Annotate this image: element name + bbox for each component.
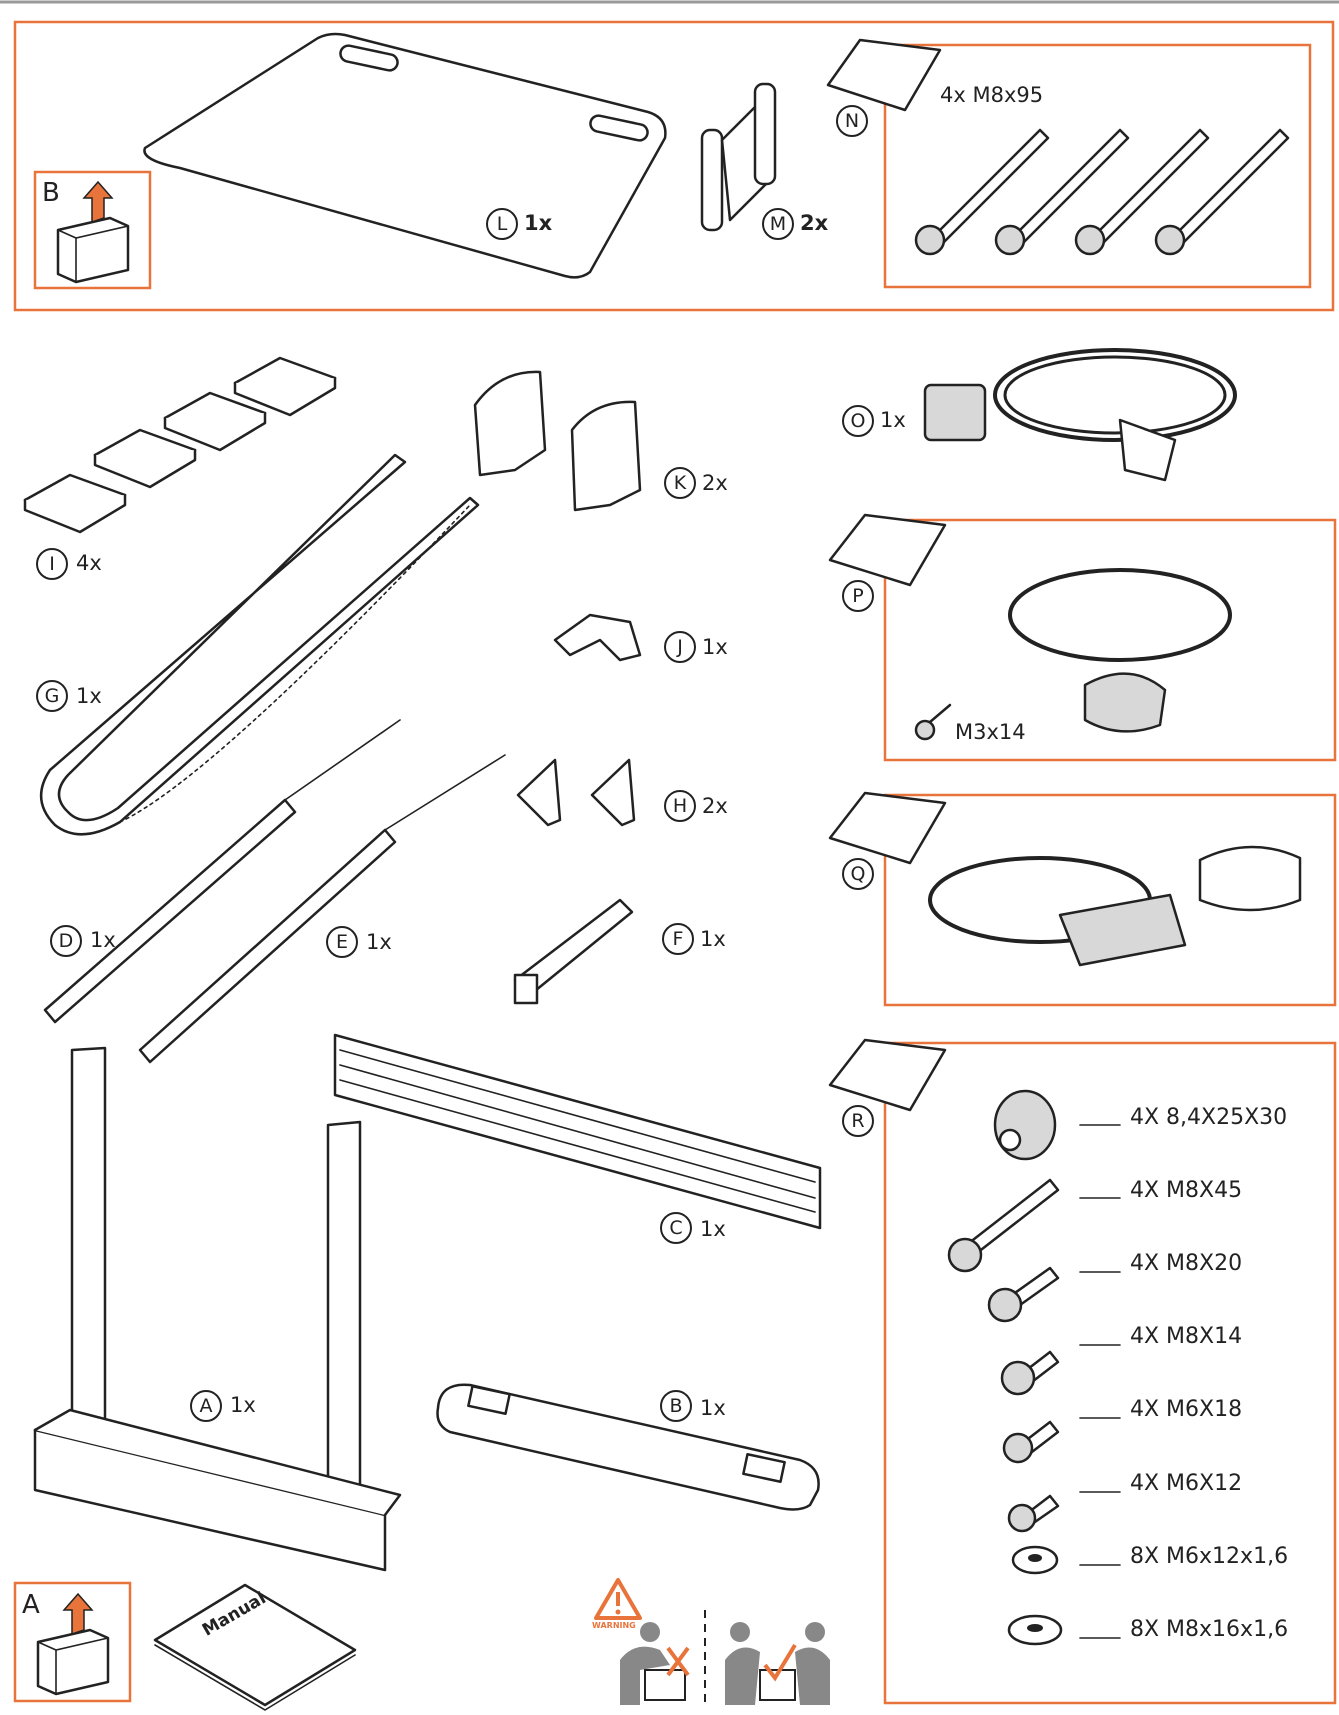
part-f-letter: F <box>662 923 694 955</box>
bolt-m8x45-icon <box>947 1178 1060 1273</box>
hardware-r-item-0: 4X 8,4X25X30 <box>1130 1105 1288 1130</box>
part-h-brackets <box>516 758 636 827</box>
part-a-frame <box>33 1046 402 1572</box>
part-g-qty: 1x <box>76 684 102 708</box>
part-l-qty: 1x <box>524 211 553 235</box>
spacer-icon <box>993 1089 1057 1161</box>
manual-booklet <box>153 1583 357 1711</box>
hardware-r-item-6: 8X M6x12x1,6 <box>1130 1544 1289 1569</box>
part-q-handset <box>928 845 1302 967</box>
warning-label: WARNING <box>592 1621 636 1630</box>
part-p-letter: P <box>842 580 874 612</box>
hardware-r-item-2: 4X M8X20 <box>1130 1251 1243 1276</box>
bag-n-label: 4x M8x95 <box>940 83 1044 107</box>
part-k-letter: K <box>664 467 696 499</box>
part-d-qty: 1x <box>90 928 116 952</box>
part-l-plate <box>143 32 667 279</box>
part-e-letter: E <box>326 926 358 958</box>
part-f-bar <box>513 898 634 1005</box>
part-e-rail <box>138 754 506 1064</box>
part-b-letter: B <box>660 1390 692 1422</box>
part-b-plate <box>436 1383 820 1511</box>
part-h-letter: H <box>664 790 696 822</box>
box-b-letter: B <box>42 178 60 208</box>
part-i-pads <box>23 356 337 534</box>
lifting-pictogram <box>620 1610 830 1705</box>
bag-r-frame <box>883 1041 1337 1705</box>
part-j-clip <box>553 613 642 662</box>
box-a-frame <box>13 1581 132 1703</box>
part-o-qty: 1x <box>880 408 906 432</box>
box-b-frame <box>33 170 152 290</box>
hardware-r-item-7: 8X M8x16x1,6 <box>1130 1617 1289 1642</box>
part-r-letter: R <box>842 1105 874 1137</box>
hardware-r-item-1: 4X M8X45 <box>1130 1178 1243 1203</box>
bag-n-icon <box>826 38 942 112</box>
part-g-cable-chain <box>39 453 480 836</box>
part-o-letter: O <box>842 405 874 437</box>
bolt-m6x18-icon <box>1002 1420 1060 1464</box>
part-m-qty: 2x <box>800 211 829 235</box>
part-g-letter: G <box>36 680 68 712</box>
bag-p-label: M3x14 <box>955 720 1026 744</box>
part-h-qty: 2x <box>702 794 728 818</box>
part-q-letter: Q <box>842 858 874 890</box>
part-c-letter: C <box>660 1212 692 1244</box>
hardware-r <box>947 1089 1121 1646</box>
warning-icon <box>594 1578 642 1620</box>
part-c-qty: 1x <box>700 1217 726 1241</box>
hardware-r-item-4: 4X M6X18 <box>1130 1397 1243 1422</box>
bolt-m8x20-icon <box>987 1266 1060 1323</box>
top-section-frame <box>13 20 1335 312</box>
part-p-cable <box>914 568 1232 741</box>
part-m-letter: M <box>762 208 794 240</box>
part-i-qty: 4x <box>76 551 102 575</box>
part-n-letter: N <box>836 105 868 137</box>
box-a-letter: A <box>22 1590 40 1620</box>
box-a-icon <box>36 1592 110 1696</box>
part-b-qty: 1x <box>700 1396 726 1420</box>
hardware-r-item-3: 4X M8X14 <box>1130 1324 1243 1349</box>
part-l-letter: L <box>486 208 518 240</box>
part-d-rail <box>43 719 401 1024</box>
bolt-m6x12-icon <box>1007 1494 1060 1533</box>
part-a-qty: 1x <box>230 1393 256 1417</box>
bag-q-frame <box>883 793 1337 1007</box>
part-k-caps <box>473 370 642 512</box>
part-d-letter: D <box>50 925 82 957</box>
bolts-m8x95 <box>914 128 1290 256</box>
bolt-m8x14-icon <box>1000 1350 1060 1396</box>
box-b-icon <box>56 180 130 284</box>
washer-m6-icon <box>1011 1545 1059 1575</box>
washer-m8-icon <box>1007 1614 1063 1646</box>
bag-p-icon <box>828 513 947 587</box>
part-o-power-cable <box>923 348 1237 482</box>
part-c-profile <box>333 1033 822 1230</box>
part-k-qty: 2x <box>702 471 728 495</box>
bag-p-frame <box>883 518 1337 762</box>
part-f-qty: 1x <box>700 927 726 951</box>
part-a-letter: A <box>190 1390 222 1422</box>
part-e-qty: 1x <box>366 930 392 954</box>
part-m-hinge <box>700 82 777 232</box>
bag-r-icon <box>828 1038 947 1112</box>
part-j-letter: J <box>664 631 696 663</box>
hardware-r-item-5: 4X M6X12 <box>1130 1471 1243 1496</box>
bag-n-frame <box>883 43 1312 289</box>
part-i-letter: I <box>36 548 68 580</box>
part-j-qty: 1x <box>702 635 728 659</box>
bag-q-icon <box>828 791 947 865</box>
